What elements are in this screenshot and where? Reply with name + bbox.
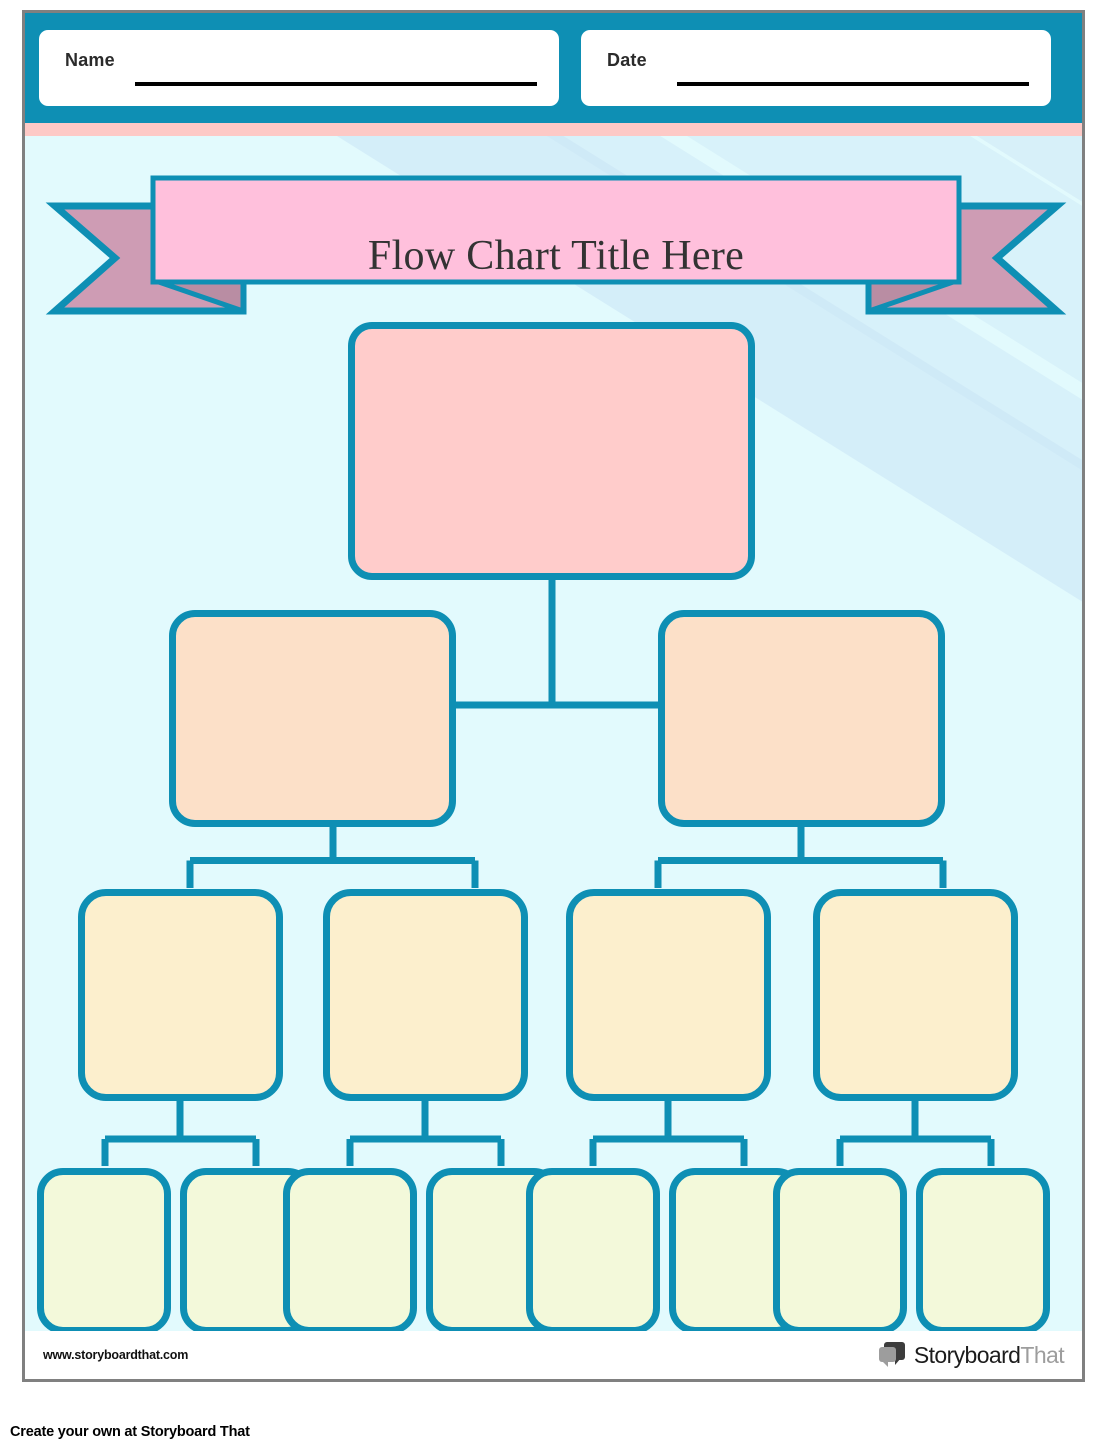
page-footer: www.storyboardthat.com StoryboardThat [25,1331,1082,1379]
date-field[interactable]: Date [581,30,1051,106]
name-field[interactable]: Name [39,30,559,106]
worksheet-page: Name Date [22,10,1085,1382]
logo-wordmark: StoryboardThat [913,1341,1065,1369]
flow-node-level4-7[interactable] [773,1168,907,1331]
worksheet-body: Flow Chart Title Here [25,136,1082,1331]
flow-node-level3-2[interactable] [323,889,528,1101]
header-bar: Name Date [25,13,1082,123]
name-label: Name [65,50,115,70]
date-write-line[interactable] [677,82,1029,86]
storyboardthat-logo[interactable]: StoryboardThat [878,1341,1065,1369]
flow-node-level1-1[interactable] [348,322,755,580]
page-caption: Create your own at Storyboard That [10,1424,250,1440]
speech-bubble-icon [878,1342,907,1368]
title-ribbon: Flow Chart Title Here [43,170,1069,315]
flow-node-level4-3[interactable] [283,1168,417,1331]
flow-node-level4-5[interactable] [526,1168,660,1331]
flow-node-level4-1[interactable] [37,1168,171,1331]
date-label: Date [607,50,647,70]
name-write-line[interactable] [135,82,537,86]
logo-text-dark: Storyboard [913,1341,1021,1368]
flow-node-level2-2[interactable] [658,610,945,827]
flow-node-level4-8[interactable] [916,1168,1050,1331]
ribbon-center-panel [150,175,962,285]
flow-node-level2-1[interactable] [169,610,456,827]
flow-chart-title[interactable]: Flow Chart Title Here [367,233,745,279]
flow-node-level3-1[interactable] [78,889,283,1101]
pink-accent-strip [25,123,1082,136]
footer-url[interactable]: www.storyboardthat.com [43,1348,189,1362]
flow-chart-connectors [25,136,1082,1331]
flow-node-level3-3[interactable] [566,889,771,1101]
logo-text-gray: That [1020,1341,1064,1368]
flow-node-level3-4[interactable] [813,889,1018,1101]
